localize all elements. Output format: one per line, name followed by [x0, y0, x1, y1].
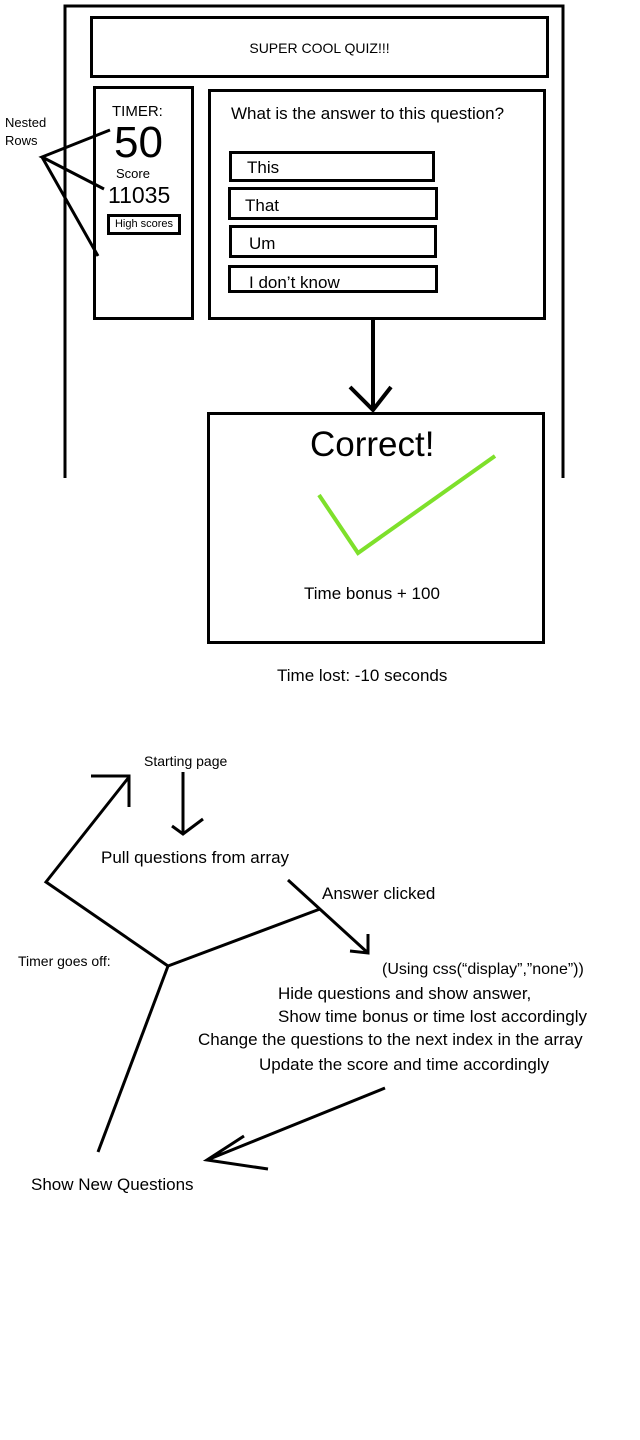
- question-to-result-arrow: [348, 320, 393, 414]
- nested-rows-pointer: [38, 128, 111, 257]
- flow-answer-clicked: Answer clicked: [322, 884, 436, 903]
- flow-timer-goes-off: Timer goes off:: [18, 953, 111, 969]
- flow-step-update-score: Update the score and time accordingly: [259, 1055, 550, 1074]
- answer-option-label: Um: [249, 234, 276, 253]
- flow-step-show-bonus: Show time bonus or time lost accordingly: [278, 1007, 587, 1026]
- result-title: Correct!: [310, 425, 435, 464]
- answer-option-label: I don’t know: [249, 273, 340, 292]
- answer-option-dont-know[interactable]: I don’t know: [228, 265, 438, 293]
- question-text: What is the answer to this question?: [231, 104, 505, 123]
- nested-rows-annotation: Nested Rows: [5, 115, 47, 148]
- outer-frame: [63, 4, 565, 478]
- quiz-header: SUPER COOL QUIZ!!!: [90, 16, 549, 78]
- timer-value: 50: [114, 118, 163, 167]
- answer-option-that[interactable]: That: [228, 187, 438, 220]
- sidebar-panel: TIMER: 50 Score 11035 High scores: [93, 86, 194, 320]
- start-to-pull-arrow: [171, 772, 204, 836]
- flow-starting-page: Starting page: [144, 753, 228, 769]
- score-label: Score: [116, 166, 150, 181]
- check-mark-icon: [317, 454, 497, 556]
- flow-step-change-questions: Change the questions to the next index i…: [198, 1030, 583, 1049]
- timer-label: TIMER:: [112, 103, 163, 120]
- time-bonus-text: Time bonus + 100: [304, 584, 440, 603]
- result-panel: Correct! Time bonus + 100: [207, 412, 545, 644]
- quiz-title: SUPER COOL QUIZ!!!: [249, 40, 390, 56]
- flow-step-hide-questions: Hide questions and show answer,: [278, 984, 532, 1003]
- junction-to-new-questions-line: [96, 965, 170, 1153]
- answer-clicked-arrow: [286, 878, 370, 955]
- junction-to-answer-line: [167, 907, 321, 968]
- answer-option-label: This: [247, 158, 280, 177]
- high-scores-button[interactable]: High scores: [107, 214, 181, 235]
- question-panel: What is the answer to this question? Thi…: [208, 89, 546, 320]
- answer-option-this[interactable]: This: [229, 151, 435, 182]
- steps-to-new-questions-arrow: [202, 1086, 386, 1171]
- score-value: 11035: [108, 182, 171, 208]
- flow-show-new-questions: Show New Questions: [31, 1175, 194, 1194]
- time-lost-text: Time lost: -10 seconds: [277, 666, 448, 685]
- flow-pull-questions: Pull questions from array: [101, 848, 290, 867]
- answer-option-um[interactable]: Um: [229, 225, 437, 258]
- timer-to-start-arrow: [43, 774, 169, 968]
- answer-option-label: That: [245, 196, 280, 215]
- flow-step-css-note: (Using css(“display”,”none”)): [382, 961, 584, 978]
